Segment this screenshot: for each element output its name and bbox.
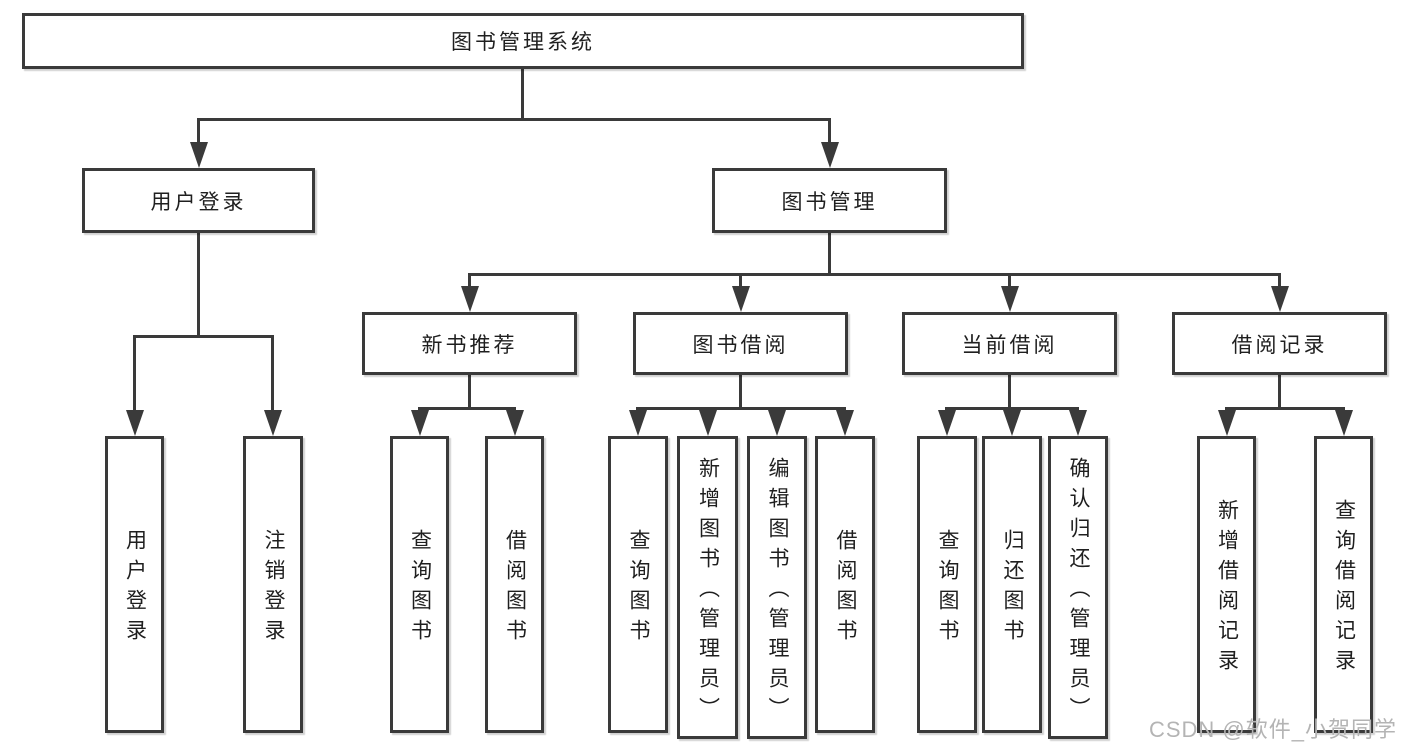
node-label: 图书管理 [781,190,878,214]
connector-line [418,407,516,410]
arrow-down-icon [1003,410,1021,436]
connector-line [133,335,136,412]
node-borrowing-records: 借阅记录 [1172,312,1387,375]
connector-line [133,335,274,338]
node-label: 注销登录 [262,529,285,649]
arrow-down-icon [629,410,647,436]
connector-line [521,67,524,119]
leaf-add-book-admin: 新增图书（管理员） [677,436,738,739]
node-label: 归还图书 [1001,529,1024,649]
node-new-book-recommendation: 新书推荐 [362,312,577,375]
arrow-down-icon [125,410,144,436]
arrow-down-icon [768,410,786,436]
connector-line [636,407,846,410]
connector-line [468,273,471,287]
arrow-down-icon [189,142,208,168]
arrow-down-icon [731,286,750,312]
arrow-down-icon [1069,410,1087,436]
node-label: 编辑图书（管理员） [766,457,789,727]
arrow-down-icon [820,142,839,168]
node-label: 查询图书 [627,529,650,649]
node-label: 图书管理系统 [451,31,595,54]
connector-line [197,233,200,337]
node-user-login: 用户登录 [82,168,315,233]
arrow-down-icon [1334,410,1353,436]
arrow-down-icon [460,286,479,312]
leaf-return-books: 归还图书 [982,436,1042,733]
leaf-user-login: 用户登录 [105,436,164,733]
connector-line [945,407,1079,410]
node-label: 新增借阅记录 [1215,499,1239,679]
node-label: 借阅图书 [834,529,857,649]
connector-line [197,118,200,145]
csdn-watermark: CSDN @软件_小贺同学 [1148,717,1397,742]
leaf-query-borrow-record: 查询借阅记录 [1314,436,1373,733]
arrow-down-icon [836,410,854,436]
node-label: 查询图书 [408,529,432,649]
node-label: 查询借阅记录 [1332,499,1356,679]
connector-line [1008,273,1011,287]
arrow-down-icon [1000,286,1019,312]
connector-line [1008,375,1011,409]
node-label: 新增图书（管理员） [696,457,720,727]
leaf-add-borrow-record: 新增借阅记录 [1197,436,1256,733]
connector-line [468,273,1281,276]
leaf-query-books-borrowing: 查询图书 [608,436,668,733]
arrow-down-icon [938,410,956,436]
node-label: 当前借阅 [961,333,1058,357]
arrow-down-icon [505,410,524,436]
connector-line [1278,273,1281,287]
node-book-borrowing: 图书借阅 [633,312,848,375]
node-label: 确认归还（管理员） [1067,457,1090,727]
leaf-confirm-return-admin: 确认归还（管理员） [1048,436,1108,739]
connector-line [1225,407,1345,410]
leaf-query-books-recommendation: 查询图书 [390,436,449,733]
arrow-down-icon [698,410,717,436]
leaf-borrow-books-recommendation: 借阅图书 [485,436,544,733]
connector-line [1278,375,1281,409]
node-label: 用户登录 [150,190,247,214]
node-label: 新书推荐 [421,333,518,357]
connector-line [828,118,831,145]
connector-line [468,375,471,409]
arrow-down-icon [410,410,429,436]
leaf-edit-book-admin: 编辑图书（管理员） [747,436,807,739]
connector-line [739,375,742,409]
connector-line [828,233,831,275]
leaf-borrow-books: 借阅图书 [815,436,875,733]
node-book-management: 图书管理 [712,168,947,233]
node-label: 用户登录 [123,529,147,649]
arrow-down-icon [264,410,282,436]
leaf-logout: 注销登录 [243,436,303,733]
connector-line [197,118,831,121]
leaf-query-books-current: 查询图书 [917,436,977,733]
node-label: 图书借阅 [692,333,789,357]
node-label: 借阅记录 [1231,333,1328,357]
arrow-down-icon [1270,286,1289,312]
connector-line [739,273,742,287]
node-library-system: 图书管理系统 [22,13,1024,69]
node-current-borrowing: 当前借阅 [902,312,1117,375]
arrow-down-icon [1217,410,1236,436]
node-label: 查询图书 [936,529,959,649]
connector-line [271,335,274,412]
node-label: 借阅图书 [503,529,527,649]
